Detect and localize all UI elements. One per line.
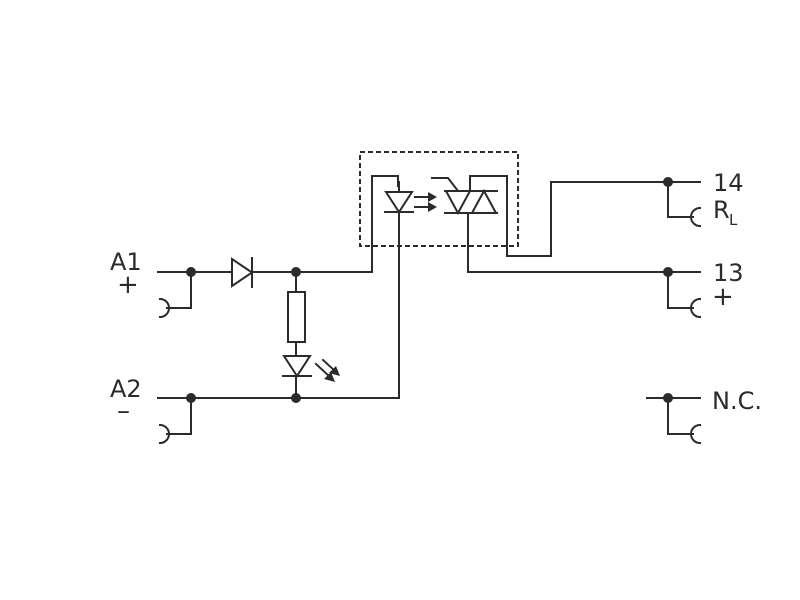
terminal-a2	[157, 181, 400, 445]
terminal-14	[506, 177, 702, 257]
opto-led	[384, 191, 414, 214]
label-13-sign: +	[712, 282, 734, 312]
resistor	[287, 291, 306, 343]
label-rl: R	[713, 196, 730, 224]
label-nc: N.C.	[712, 387, 762, 415]
terminal-nc	[646, 393, 702, 445]
terminal-13	[467, 267, 702, 319]
label-13: 13	[713, 259, 744, 287]
label-a2: A2	[110, 375, 142, 403]
label-a1-sign: +	[117, 270, 139, 300]
terminal-a1	[157, 267, 373, 319]
label-a1: A1	[110, 248, 142, 276]
label-rl-sub: L	[729, 211, 738, 229]
series-diode	[231, 257, 254, 288]
led-branch	[282, 267, 340, 399]
label-14: 14	[713, 169, 744, 197]
optocoupler	[359, 151, 519, 273]
status-led	[282, 355, 312, 378]
label-a2-sign: –	[117, 396, 130, 426]
